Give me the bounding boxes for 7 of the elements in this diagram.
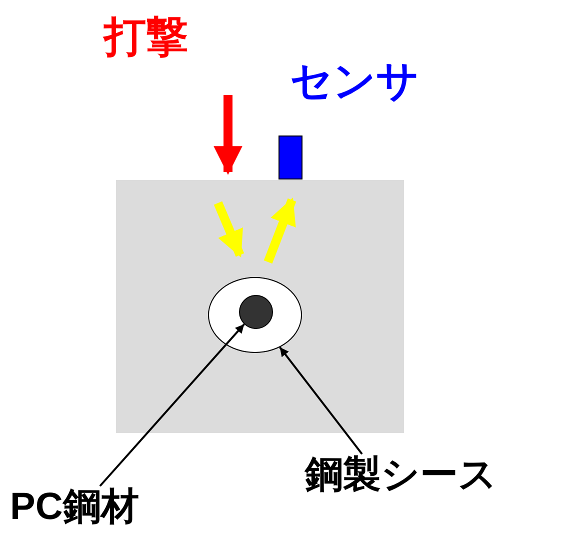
leader-line xyxy=(99,324,245,487)
leader-line xyxy=(279,346,363,455)
sensor-label: センサ xyxy=(290,60,419,102)
sheath-label: 鋼製シース xyxy=(305,456,497,494)
impact-label: 打撃 xyxy=(104,16,188,58)
steel-label: PC鋼材 xyxy=(10,488,139,526)
pc-steel-bar xyxy=(238,294,272,328)
